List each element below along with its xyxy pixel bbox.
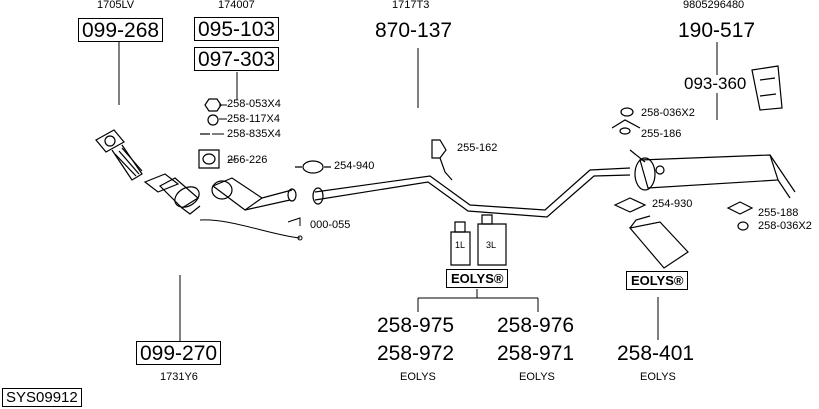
ref-1731y6: 1731Y6 (160, 371, 198, 383)
rear-hangers (611, 107, 754, 231)
code-255-188[interactable]: 255-188 (758, 207, 799, 219)
ref-eolys-2: EOLYS (519, 371, 555, 383)
catalyst-1 (143, 173, 201, 215)
part-258-976[interactable]: 258-976 (497, 314, 575, 337)
code-258-053x4[interactable]: 258-053X4 (227, 98, 281, 110)
part-870-137[interactable]: 870-137 (375, 19, 453, 42)
ref-1705lv: 1705LV (97, 0, 135, 11)
ref-eolys-3: EOLYS (640, 371, 676, 383)
additive-tank (628, 215, 689, 269)
part-099-268[interactable]: 099-268 (78, 18, 164, 42)
part-097-303[interactable]: 097-303 (194, 47, 280, 71)
code-000-055[interactable]: 000-055 (310, 219, 351, 231)
bottle-3l-label: 3L (486, 240, 497, 250)
ref-eolys-1: EOLYS (400, 371, 436, 383)
code-258-835x4[interactable]: 258-835X4 (227, 128, 281, 140)
part-093-360[interactable]: 093-360 (684, 74, 747, 93)
rear-muffler (629, 149, 796, 199)
part-258-975[interactable]: 258-975 (377, 314, 455, 337)
part-258-972[interactable]: 258-972 (377, 342, 455, 365)
code-254-940[interactable]: 254-940 (334, 160, 375, 172)
hanger-255-162 (431, 139, 453, 181)
part-099-270[interactable]: 099-270 (136, 341, 222, 365)
code-255-162[interactable]: 255-162 (457, 142, 498, 154)
mid-pipe (312, 167, 631, 218)
clamp-254-940 (295, 160, 331, 174)
code-258-117x4[interactable]: 258-117X4 (227, 113, 281, 125)
small-fittings (198, 98, 222, 169)
eolys-box-2: EOLYS® (626, 271, 689, 290)
eolys-box-1: EOLYS® (446, 269, 509, 288)
bracket-093-360 (751, 65, 783, 111)
part-095-103[interactable]: 095-103 (194, 17, 280, 41)
part-258-401[interactable]: 258-401 (617, 342, 695, 365)
ref-9805296480: 9805296480 (683, 0, 745, 11)
part-258-971[interactable]: 258-971 (497, 342, 575, 365)
code-258-036x2-bottom[interactable]: 258-036X2 (758, 220, 812, 232)
catalyst-2 (211, 177, 297, 211)
code-256-226[interactable]: 256-226 (227, 154, 268, 166)
ref-1717t3: 1717T3 (392, 0, 430, 11)
code-255-186[interactable]: 255-186 (641, 128, 682, 140)
part-190-517[interactable]: 190-517 (678, 19, 756, 42)
ref-174007: 174007 (218, 0, 255, 11)
sensor-wire (199, 219, 301, 239)
eolys-bottles (450, 214, 507, 266)
system-id: SYS09912 (2, 388, 82, 407)
bottle-1l-label: 1L (455, 240, 466, 250)
code-258-036x2-top[interactable]: 258-036X2 (641, 107, 695, 119)
flex-pipe (95, 129, 143, 181)
code-254-930[interactable]: 254-930 (652, 198, 693, 210)
